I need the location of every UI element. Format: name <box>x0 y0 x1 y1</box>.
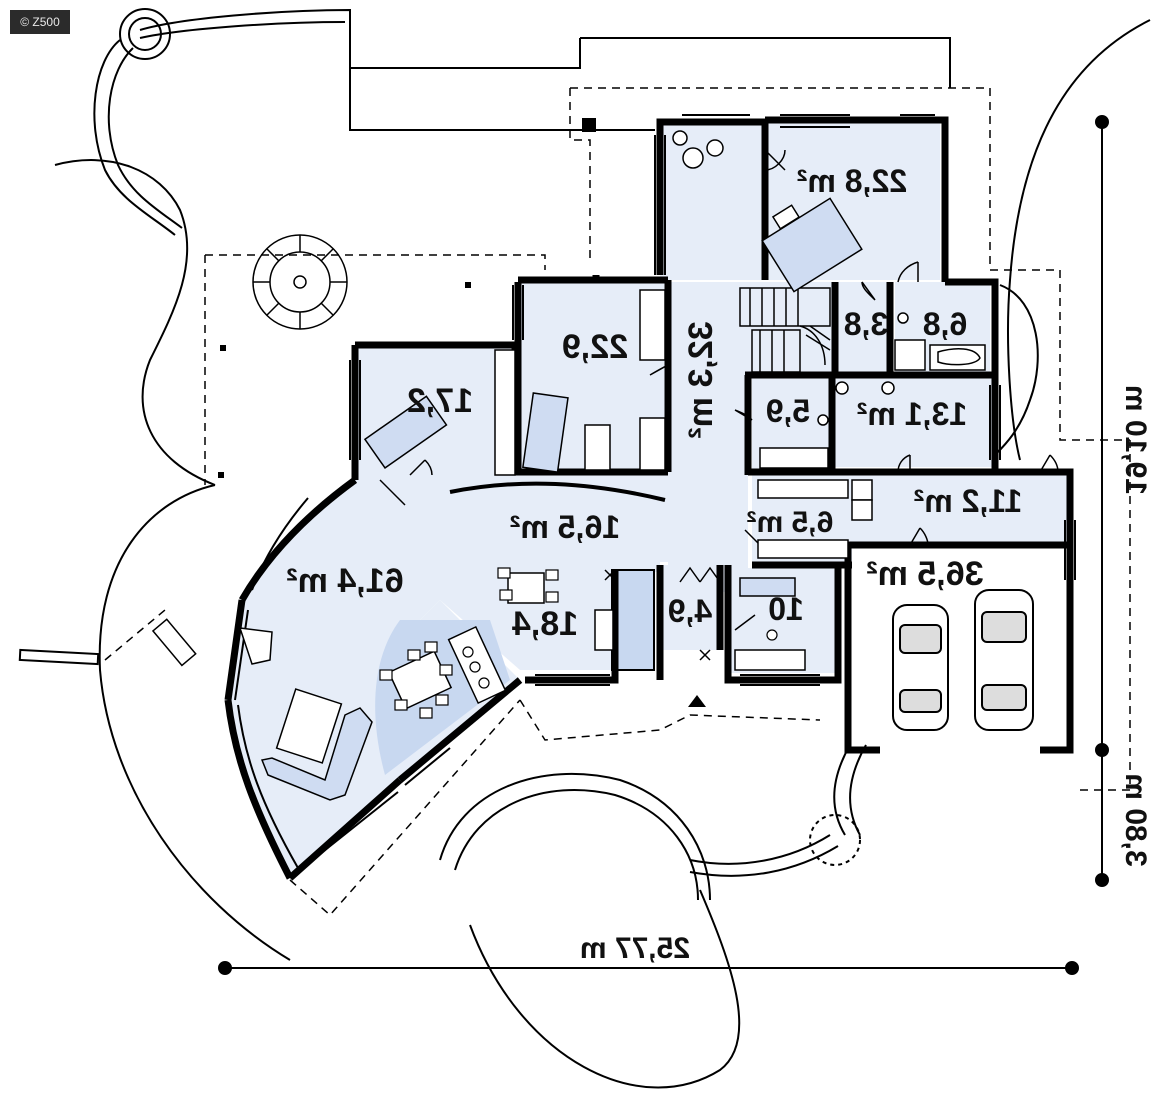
label-wardrobe: 6,5 m² <box>747 506 834 539</box>
label-garage: 36,5 m² <box>866 555 983 593</box>
dim-depth-terrace: 3,80 m <box>1119 773 1152 866</box>
walls <box>224 116 1074 881</box>
watermark-badge: © Z500 <box>10 10 70 34</box>
furniture <box>151 130 986 801</box>
label-master-bedroom: 22,8 m² <box>797 163 907 199</box>
dimension-labels: 25,77 m 19,10 m 3,80 m <box>580 385 1152 965</box>
label-utility: 13,1 m² <box>857 396 967 432</box>
columns <box>218 118 596 478</box>
label-bathroom-2: 5,9 <box>766 393 810 429</box>
windows <box>234 114 1076 871</box>
dimension-lines <box>218 115 1109 975</box>
label-bedroom-2: 22,9 <box>562 328 628 366</box>
entry-marker <box>688 695 706 707</box>
dining-chairs <box>379 567 778 719</box>
stairs <box>739 287 831 373</box>
label-bedroom-3: 17,2 <box>407 382 473 420</box>
label-bathroom-main: 6,8 <box>923 306 967 342</box>
dashed-outlines <box>104 87 1131 917</box>
terrace-outlines <box>54 8 1151 1089</box>
label-hall: 16,5 m² <box>510 509 620 545</box>
annex-outline <box>349 37 951 131</box>
decorative-circles <box>119 8 861 866</box>
hall-arch <box>449 481 666 502</box>
dim-width: 25,77 m <box>580 932 690 965</box>
label-office: 10 <box>768 591 804 627</box>
kitchen-pantry <box>611 569 655 671</box>
bench <box>18 648 100 666</box>
dim-depth-main: 19,10 m <box>1119 385 1152 495</box>
label-living-room: 61,4 m² <box>286 562 403 600</box>
label-corridor: 32,3 m² <box>682 321 720 438</box>
doors <box>379 149 1059 661</box>
spiral-stair <box>252 234 348 330</box>
room-labels: 22,8 m² 6,8 3,8 22,9 32,3 m² 17,2 5,9 13… <box>286 163 1022 643</box>
label-wc: 3,8 <box>844 306 888 342</box>
label-boiler: 11,2 m² <box>914 483 1023 519</box>
label-vestibule: 4,9 <box>668 593 712 629</box>
label-kitchen: 18,4 <box>512 605 578 643</box>
garage-cars <box>892 589 1034 731</box>
